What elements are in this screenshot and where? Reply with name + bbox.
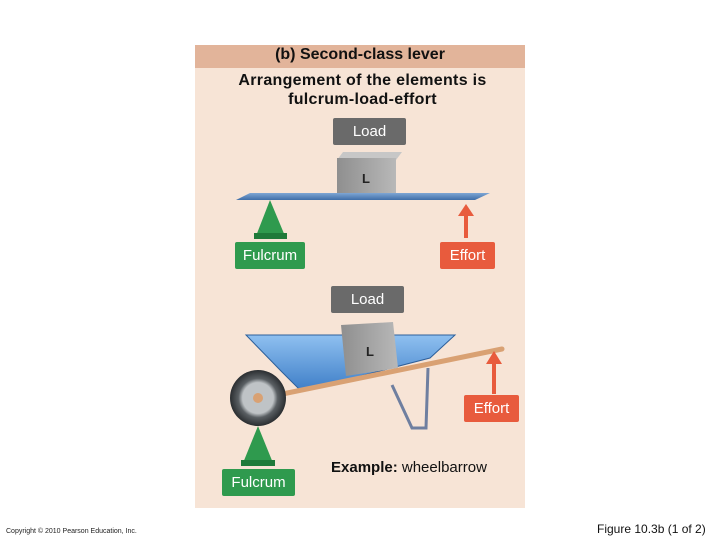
fulcrum-label: Fulcrum: [235, 242, 305, 269]
effort-arrow-head-2: [486, 351, 502, 364]
load-block-2: [341, 322, 398, 376]
title-bar: [195, 45, 525, 68]
example-caption: Example: wheelbarrow: [331, 459, 487, 476]
wheel-hub: [253, 393, 263, 403]
lever-diagram-1: L: [236, 152, 490, 239]
copyright-notice: Copyright © 2010 Pearson Education, Inc.: [6, 528, 137, 535]
example-load-label: Load: [331, 286, 404, 313]
load-label: Load: [333, 118, 406, 145]
effort-arrow-head: [458, 204, 474, 216]
load-block: [337, 158, 396, 196]
fulcrum-base-2: [241, 460, 275, 466]
subtitle-line-1: Arrangement of the elements is: [238, 72, 487, 89]
fulcrum-triangle-2: [243, 426, 273, 463]
example-caption-text: wheelbarrow: [397, 459, 487, 476]
load-block-letter: L: [362, 171, 370, 186]
load-block-letter-2: L: [366, 344, 374, 359]
example-caption-bold: Example:: [331, 459, 398, 476]
fulcrum-base: [254, 233, 287, 239]
wheelbarrow-diagram: L: [230, 322, 505, 466]
figure-number: Figure 10.3b (1 of 2): [597, 522, 706, 536]
fulcrum-triangle: [256, 200, 285, 236]
subtitle-line-2: fulcrum-load-effort: [288, 91, 437, 108]
wheelbarrow-handle: [255, 346, 505, 402]
lever-beam: [236, 193, 490, 200]
example-effort-label: Effort: [464, 395, 519, 422]
effort-label: Effort: [440, 242, 495, 269]
wheelbarrow-leg: [390, 367, 430, 430]
figure-title: (b) Second-class lever: [275, 46, 445, 63]
example-fulcrum-label: Fulcrum: [222, 469, 295, 496]
